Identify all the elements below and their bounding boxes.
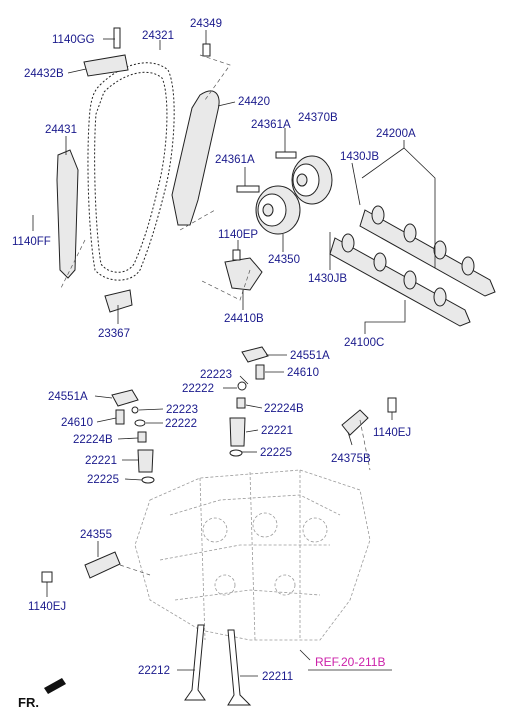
label-22211: 22211 xyxy=(262,671,293,683)
label-1140FF: 1140FF xyxy=(12,236,51,248)
label-24432B: 24432B xyxy=(24,68,64,80)
label-22222-right: 22222 xyxy=(182,383,214,395)
label-24610-left: 24610 xyxy=(61,417,93,429)
label-24100C: 24100C xyxy=(344,337,384,349)
label-1140EJ-right: 1140EJ xyxy=(373,427,411,439)
camshaft-intake xyxy=(329,233,471,327)
label-24361A-low: 24361A xyxy=(215,154,255,166)
label-22223-left: 22223 xyxy=(166,404,198,416)
camshaft-exhaust xyxy=(359,205,496,297)
engine-valves xyxy=(184,624,252,706)
sprocket-24350 xyxy=(255,185,301,235)
label-24375B: 24375B xyxy=(331,453,371,465)
label-24350: 24350 xyxy=(268,254,300,266)
label-24200A: 24200A xyxy=(376,128,416,140)
bolts-24361A xyxy=(236,151,297,193)
label-24349: 24349 xyxy=(190,18,222,30)
label-22225-right: 22225 xyxy=(260,447,292,459)
label-22222-left: 22222 xyxy=(165,418,197,430)
label-22221-right: 22221 xyxy=(261,425,293,437)
cylinder-head-ghost xyxy=(134,469,371,641)
label-24610-right: 24610 xyxy=(287,367,319,379)
label-1430JB-top: 1430JB xyxy=(340,151,379,163)
label-24355: 24355 xyxy=(80,529,112,541)
tensioner-24410B xyxy=(224,249,263,291)
label-22212: 22212 xyxy=(138,665,170,677)
label-24431: 24431 xyxy=(45,124,77,136)
label-22224B-right: 22224B xyxy=(264,403,304,415)
label-24551A-right: 24551A xyxy=(290,350,330,362)
assembly-guidelines xyxy=(59,54,371,576)
top-bracket xyxy=(83,27,129,77)
actuator-24355 xyxy=(41,551,121,583)
label-24361A-top: 24361A xyxy=(251,119,291,131)
tensioner-arm xyxy=(56,149,79,279)
label-23367: 23367 xyxy=(98,328,130,340)
label-1140EP: 1140EP xyxy=(218,229,258,241)
label-24410B: 24410B xyxy=(224,313,264,325)
bolt-24349 xyxy=(202,43,211,57)
front-label: FR. xyxy=(18,695,39,710)
sprocket-24370B xyxy=(291,155,333,205)
label-24551A-left: 24551A xyxy=(48,391,88,403)
label-24370B: 24370B xyxy=(298,112,338,124)
label-22221-left: 22221 xyxy=(85,455,117,467)
label-1140GG: 1140GG xyxy=(52,34,95,46)
front-direction-arrow xyxy=(44,678,66,694)
label-22224B-left: 22224B xyxy=(73,434,113,446)
label-24420: 24420 xyxy=(238,96,270,108)
label-22225-left: 22225 xyxy=(87,474,119,486)
label-24321: 24321 xyxy=(142,30,174,42)
leader-lines xyxy=(32,30,436,677)
reference-label: REF.20-211B xyxy=(315,655,385,669)
label-1430JB-low: 1430JB xyxy=(308,273,347,285)
label-1140EJ-left: 1140EJ xyxy=(28,601,66,613)
valve-train-parts xyxy=(111,346,269,484)
guide-23367 xyxy=(104,289,133,313)
label-22223-right: 22223 xyxy=(200,369,232,381)
chain-guide xyxy=(171,90,220,226)
part-labels: 1140GG 24321 24349 24432B 24420 24431 24… xyxy=(12,18,416,710)
timing-chain xyxy=(87,62,175,281)
